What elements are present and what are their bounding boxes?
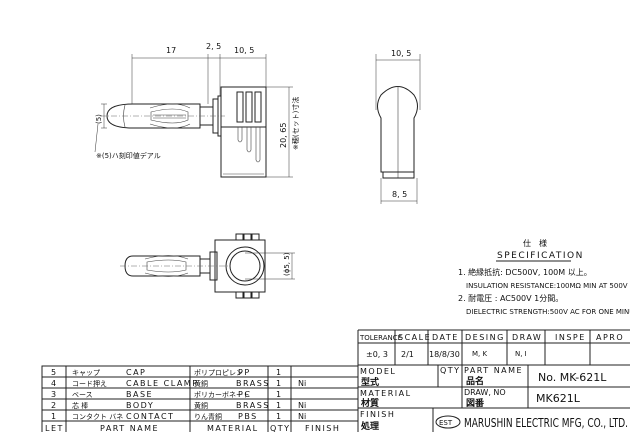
header-finish: FINISH: [305, 424, 340, 432]
header-scale: SCALE: [398, 333, 431, 342]
row-material-jp: 黄銅: [194, 401, 208, 410]
header-desing: DESING: [465, 333, 505, 342]
row-material-jp: 黄銅: [194, 379, 208, 388]
row-material-jp: ポリカーボネート: [194, 391, 250, 399]
row-part-jp: 芯 棒: [72, 401, 88, 410]
row-part-jp: キャップ: [72, 369, 100, 377]
row-part-jp: ベース: [72, 391, 93, 399]
dim-body-width: 10, 5: [234, 46, 254, 55]
header-qty: QTY: [270, 424, 291, 432]
value-draw: N, I: [515, 350, 527, 358]
label-model-en: MODEL: [360, 367, 396, 376]
row-material-en: BRASS: [236, 401, 270, 410]
label-material-en: MATERIAL: [360, 389, 412, 398]
plug-note: ※(5)ハ刻印値デアル: [96, 151, 161, 160]
row-material-en: PP: [238, 368, 251, 377]
bottom-view: (ϕ5, 5): [120, 233, 295, 299]
dim-height: 20, 65: [279, 123, 288, 148]
row-let: 5: [51, 368, 56, 377]
label-part-name-en: PART NAME: [464, 366, 523, 375]
value-date: 18/8/30: [429, 350, 460, 359]
row-finish: Ni: [298, 379, 306, 388]
header-tolerance: TOLERANCE: [359, 334, 402, 342]
dim-flange: 2, 5: [206, 42, 221, 51]
value-tolerance: ±0, 3: [366, 350, 388, 359]
parts-row-5: 5 キャップ CAP ポリプロピレン PP 1: [51, 368, 281, 377]
company-name: MARUSHIN ELECTRIC MFG, CO., LTD.: [464, 416, 628, 430]
spec-item-1-en: INSULATION RESISTANCE:100MΩ MIN AT 500V …: [466, 282, 630, 290]
row-material-jp: ポリプロピレン: [194, 369, 243, 377]
front-view: 17 2, 5 10, 5 20, 65 ※穂(セット)寸法 (5) ※(5)ハ…: [94, 42, 300, 178]
label-qty: QTY: [440, 366, 461, 375]
parts-row-3: 3 ベース BASE ポリカーボネート PC 1: [51, 390, 281, 399]
company-logo-text: EST: [439, 419, 453, 427]
label-finish-en: FINISH: [360, 410, 395, 419]
parts-header-row: LET PART NAME MATERIAL QTY FINISH: [45, 424, 340, 432]
row-let: 1: [51, 412, 56, 421]
company-logo: [435, 415, 461, 429]
label-model-jp: 型式: [361, 376, 379, 388]
row-part-en: BASE: [126, 390, 153, 399]
title-block: TOLERANCE SCALE DATE DESING DRAW INSPE A…: [357, 329, 630, 432]
dim-side-width: 10, 5: [391, 49, 411, 58]
label-draw-no-jp: 図番: [466, 397, 485, 409]
row-let: 3: [51, 390, 56, 399]
row-material-en: BRASS: [236, 379, 270, 388]
dim-hole-dia: (ϕ5, 5): [283, 252, 291, 276]
part-number: No. MK-621L: [538, 371, 607, 384]
spec-item-2-jp: 2. 耐電圧 : AC500V 1分間。: [458, 293, 563, 303]
parts-row-1: 1 コンタクト バネ CONTACT りん青銅 PBS 1 Ni: [51, 412, 306, 421]
dim-plug-dia: (5): [95, 114, 103, 124]
dim-side-base: 8, 5: [392, 190, 407, 199]
header-date: DATE: [432, 333, 459, 342]
row-qty: 1: [276, 412, 281, 421]
row-material-en: PBS: [238, 412, 258, 421]
dim-height-note: ※穂(セット)寸法: [291, 97, 300, 150]
label-material-jp: 材質: [360, 397, 379, 409]
parts-row-2: 2 芯 棒 BODY 黄銅 BRASS 1 Ni: [51, 401, 306, 410]
parts-row-4: 4 コード押え CABLE CLAMP 黄銅 BRASS 1 Ni: [51, 379, 306, 388]
row-part-jp: コード押え: [72, 379, 107, 388]
row-part-en: BODY: [126, 401, 154, 410]
row-let: 4: [51, 379, 56, 388]
side-view: 10, 5 8, 5: [375, 49, 421, 204]
spec-item-1-jp: 1. 絶縁抵抗: DC500V, 100M 以上。: [458, 267, 592, 277]
label-part-name-jp: 品名: [466, 375, 484, 387]
row-finish: Ni: [298, 412, 306, 421]
drawing-number: MK621L: [536, 392, 581, 405]
header-part-name: PART NAME: [100, 424, 159, 432]
label-draw-no-en: DRAW, NO: [464, 388, 506, 397]
value-scale: 2/1: [401, 350, 414, 359]
parts-table: 5 キャップ CAP ポリプロピレン PP 1 4 コード押え CABLE CL…: [41, 365, 359, 432]
row-qty: 1: [276, 401, 281, 410]
spec-title-en: SPECIFICATION: [497, 251, 584, 261]
row-part-jp: コンタクト バネ: [72, 412, 123, 421]
row-part-en: CAP: [126, 368, 146, 377]
spec-title-jp: 仕 様: [523, 238, 547, 248]
header-material: MATERIAL: [207, 424, 259, 432]
row-let: 2: [51, 401, 56, 410]
header-apro: APRO: [596, 333, 624, 342]
row-qty: 1: [276, 390, 281, 399]
row-material-jp: りん青銅: [194, 412, 222, 421]
row-qty: 1: [276, 379, 281, 388]
row-part-en: CABLE CLAMP: [126, 379, 199, 388]
row-material-en: PC: [238, 390, 251, 399]
value-desing: M, K: [472, 350, 487, 358]
dim-plug-length: 17: [166, 46, 176, 55]
specification: 仕 様 SPECIFICATION 1. 絶縁抵抗: DC500V, 100M …: [458, 238, 630, 316]
row-finish: Ni: [298, 401, 306, 410]
spec-item-2-en: DIELECTRIC STRENGTH:500V AC FOR ONE MINU…: [466, 308, 630, 316]
header-inspe: INSPE: [555, 333, 586, 342]
row-qty: 1: [276, 368, 281, 377]
label-finish-jp: 処理: [360, 420, 379, 432]
header-draw: DRAW: [512, 333, 542, 342]
header-let: LET: [45, 424, 64, 432]
row-part-en: CONTACT: [126, 412, 174, 421]
